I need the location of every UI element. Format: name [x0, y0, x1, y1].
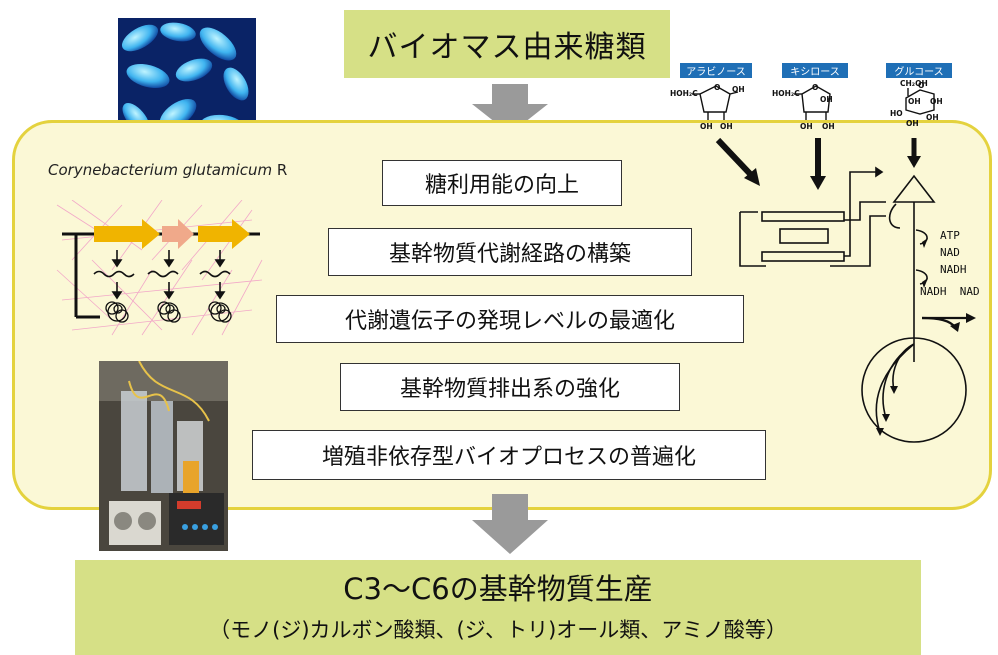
svg-text:OH: OH — [906, 119, 919, 128]
gene-expression-schematic — [56, 200, 263, 336]
svg-text:OH: OH — [700, 122, 713, 131]
step-gene-expression-optimization: 代謝遺伝子の発現レベルの最適化 — [276, 295, 744, 343]
svg-text:HO: HO — [890, 109, 903, 118]
arabinose-ch2oh-text: HOH₂C — [670, 89, 698, 98]
product-box — [75, 560, 921, 655]
sugar-label-xylose: キシロース — [782, 63, 848, 78]
step-label: 基幹物質代謝経路の構築 — [388, 242, 631, 267]
down-arrow-icon — [472, 84, 548, 134]
step-growth-independent-bioprocess: 増殖非依存型バイオプロセスの普遍化 — [252, 430, 766, 480]
step-sugar-utilization: 糖利用能の向上 — [382, 160, 622, 206]
step-label: 増殖非依存型バイオプロセスの普遍化 — [321, 445, 696, 470]
cofactor-nadh-nad: NADH NAD — [920, 285, 980, 298]
cofactor-nad: NAD — [940, 246, 960, 259]
svg-text:OH: OH — [822, 122, 835, 131]
svg-text:OH: OH — [820, 95, 833, 104]
sugar-structures: HOH₂C O OH OH OH HOH₂C O OH OH OH CH₂OH … — [670, 80, 943, 131]
bioreactor-icon — [99, 361, 228, 551]
biomass-sugars-title: バイオマス由来糖類 — [367, 30, 647, 65]
svg-text:O: O — [812, 83, 818, 92]
svg-text:OH: OH — [926, 113, 939, 122]
svg-text:CH₂OH: CH₂OH — [900, 80, 928, 88]
step-label: 基幹物質排出系の強化 — [399, 377, 620, 402]
organism-name: Corynebacterium glutamicum R — [48, 161, 287, 179]
down-arrow-icon — [472, 494, 548, 554]
sugar-label-arabinose: アラビノース — [680, 63, 752, 78]
product-subtitle: （モノ(ジ)カルボン酸類、(ジ、トリ)オール類、アミノ酸等） — [209, 618, 787, 642]
svg-text:O: O — [714, 83, 720, 92]
metabolic-pathway-diagram — [715, 137, 976, 443]
organism-species: Corynebacterium glutamicum — [48, 161, 273, 179]
svg-text:OH: OH — [908, 97, 921, 106]
bioreactor-photo — [99, 361, 228, 551]
bacteria-micrograph-image — [118, 18, 256, 156]
biomass-sugars-box: バイオマス由来糖類 — [344, 10, 670, 78]
cofactor-nadh: NADH — [940, 263, 967, 276]
step-label: 糖利用能の向上 — [424, 173, 579, 198]
product-title: C3〜C6の基幹物質生産 — [343, 572, 653, 606]
svg-text:OH: OH — [720, 122, 733, 131]
step-label: 代謝遺伝子の発現レベルの最適化 — [344, 309, 675, 334]
sugar-label-glucose: グルコース — [886, 63, 952, 78]
step-export-enhancement: 基幹物質排出系の強化 — [340, 363, 680, 411]
svg-text:HOH₂C: HOH₂C — [772, 89, 800, 98]
svg-text:O: O — [918, 81, 924, 90]
cofactor-atp: ATP — [940, 229, 960, 242]
svg-text:OH: OH — [732, 85, 745, 94]
organism-strain: R — [272, 161, 288, 179]
svg-text:OH: OH — [930, 97, 943, 106]
svg-text:OH: OH — [800, 122, 813, 131]
step-pathway-construction: 基幹物質代謝経路の構築 — [328, 228, 692, 276]
